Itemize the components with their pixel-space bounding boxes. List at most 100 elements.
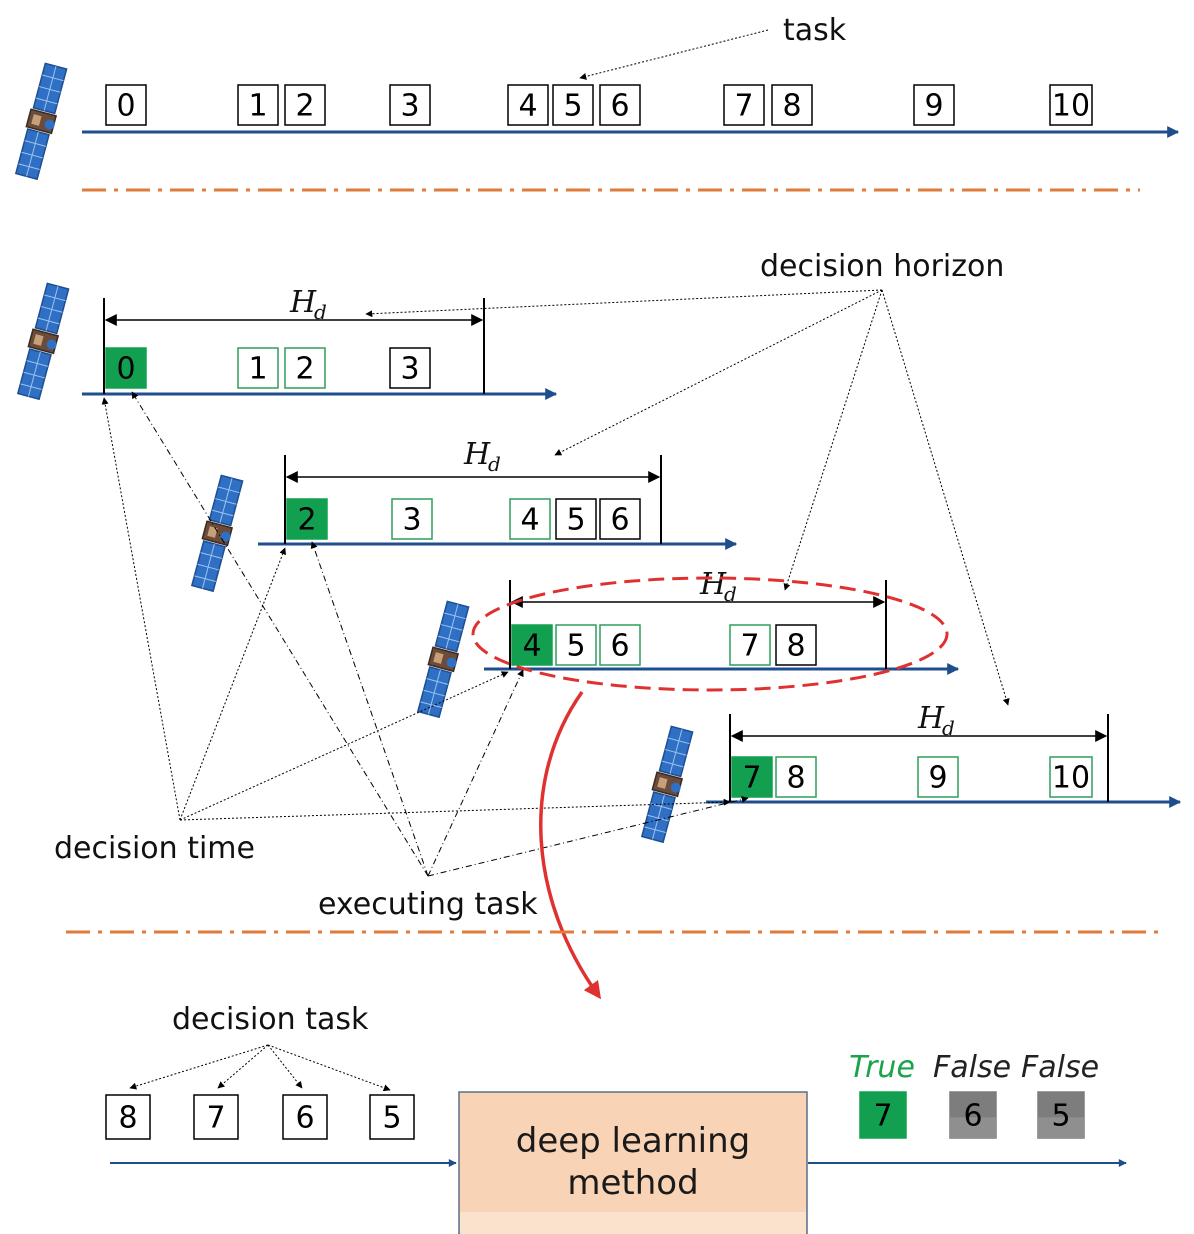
- task-box: 8: [771, 84, 813, 126]
- task-label: 4: [522, 629, 541, 664]
- task-box: 1: [237, 347, 279, 389]
- task-label: 7: [742, 761, 761, 796]
- task-box: 4: [511, 624, 553, 666]
- task-box: 8: [775, 756, 817, 798]
- task-label: 5: [566, 503, 585, 538]
- task-box: 10: [1049, 756, 1093, 798]
- satellite-icon: [415, 600, 472, 719]
- satellite-icon: [639, 725, 696, 844]
- focus-arrow: [539, 690, 602, 1000]
- task-box: 6: [599, 498, 641, 540]
- task-box: 6: [599, 84, 641, 126]
- task-box: 7: [193, 1094, 239, 1140]
- executing-task-label: executing task: [318, 887, 538, 922]
- task-label: 9: [924, 89, 943, 124]
- task-label: 0: [116, 352, 135, 387]
- task-label: 4: [520, 503, 539, 538]
- task-label: 1: [248, 89, 267, 124]
- horizon-symbol: H: [699, 567, 727, 602]
- task-box: 7: [723, 84, 765, 126]
- satellite-icon: [189, 474, 246, 593]
- task-label: 6: [963, 1099, 982, 1134]
- task-box: 7: [729, 624, 771, 666]
- task-label: 2: [295, 352, 314, 387]
- task-box: 0: [105, 347, 147, 389]
- task-label: 10: [1052, 89, 1090, 124]
- verdict-label: True: [849, 1050, 915, 1085]
- method-line2: method: [567, 1163, 698, 1203]
- task-label: 3: [402, 503, 421, 538]
- task-box: 4: [509, 498, 551, 540]
- decision-horizon-pointers: [365, 289, 1010, 706]
- decision-time-pointers: [101, 397, 731, 821]
- task-label: 7: [206, 1101, 225, 1136]
- task-box: 6: [599, 624, 641, 666]
- task-label: 5: [382, 1101, 401, 1136]
- task-box: 5: [1037, 1091, 1085, 1139]
- task-box: 6: [949, 1091, 997, 1139]
- task-label: 9: [928, 761, 947, 796]
- task-label: 5: [563, 89, 582, 124]
- decision-outputs: True 7 False 6 False 5: [849, 1050, 1099, 1139]
- task-label: 7: [873, 1099, 892, 1134]
- task-label: 8: [786, 629, 805, 664]
- task-box: 7: [859, 1091, 907, 1139]
- decision-task-pointers: [129, 1044, 391, 1092]
- task-box: 9: [913, 84, 955, 126]
- task-label: task: [783, 13, 847, 48]
- task-label: 4: [518, 89, 537, 124]
- task-box: 3: [389, 347, 431, 389]
- task-label: 8: [782, 89, 801, 124]
- executing-task-pointers: [131, 391, 749, 877]
- task-box: 6: [282, 1094, 328, 1140]
- decision-task-label: decision task: [172, 1002, 369, 1037]
- task-label: 6: [295, 1101, 314, 1136]
- task-box: 2: [284, 347, 326, 389]
- method-line1: deep learning: [516, 1121, 751, 1161]
- decision-time-label: decision time: [54, 831, 255, 866]
- task-label: 8: [118, 1101, 137, 1136]
- task-box: 5: [555, 624, 597, 666]
- horizon-subscript: d: [724, 582, 737, 606]
- horizon-symbol: H: [463, 437, 491, 472]
- task-label: 3: [400, 89, 419, 124]
- task-label: 5: [1051, 1099, 1070, 1134]
- task-box: 4: [507, 84, 549, 126]
- verdict-label: False: [1021, 1050, 1099, 1085]
- task-label: 7: [740, 629, 759, 664]
- deep-learning-box: deep learning method: [458, 1091, 808, 1234]
- horizon-symbol: H: [289, 285, 317, 320]
- verdict-label: False: [933, 1050, 1011, 1085]
- task-label: 1: [248, 352, 267, 387]
- focus-ellipse: [471, 576, 949, 692]
- task-label: 0: [116, 89, 135, 124]
- task-box: 1: [237, 84, 279, 126]
- task-box: 9: [917, 756, 959, 798]
- horizon-symbol: H: [917, 701, 945, 736]
- task-label: 5: [566, 629, 585, 664]
- decision-inputs: 8 7 6 5: [105, 1094, 415, 1140]
- satellite-icon: [13, 62, 70, 181]
- horizon-subscript: d: [314, 300, 327, 324]
- task-label: 2: [297, 503, 316, 538]
- task-box: 8: [775, 624, 817, 666]
- horizon-subscript: d: [942, 716, 955, 740]
- task-box: 3: [391, 498, 433, 540]
- task-pointer: [579, 29, 769, 80]
- task-label: 2: [295, 89, 314, 124]
- task-box: 5: [552, 84, 594, 126]
- task-box: 5: [369, 1094, 415, 1140]
- decision-horizon-label: decision horizon: [760, 249, 1004, 284]
- task-box: 0: [105, 84, 147, 126]
- task-box: 10: [1049, 84, 1093, 126]
- task-label: 7: [734, 89, 753, 124]
- satellite-icon: [15, 282, 72, 401]
- task-label: 3: [400, 352, 419, 387]
